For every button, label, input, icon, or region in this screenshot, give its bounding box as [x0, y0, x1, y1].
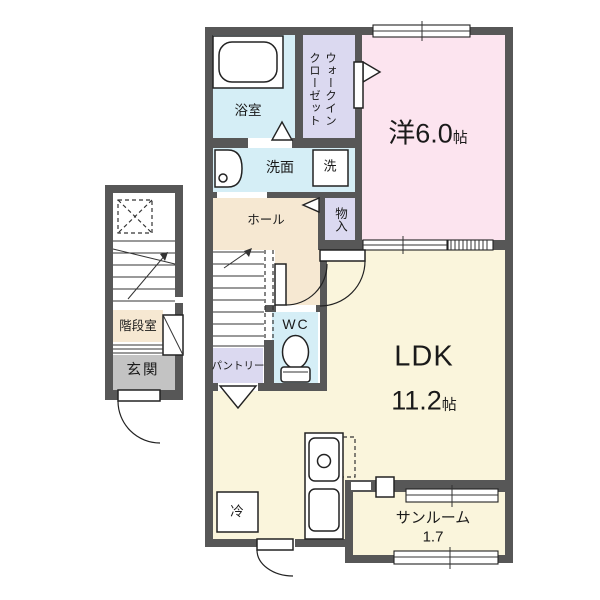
stairs-arrow	[244, 248, 252, 257]
washer-label: 洗	[323, 158, 337, 174]
windows	[362, 21, 499, 569]
toilet	[280, 334, 311, 383]
ldk-label: LDK	[394, 340, 454, 373]
annex-upper-door	[162, 314, 184, 356]
overhead-cabinet	[342, 436, 356, 478]
main-stairs	[213, 248, 274, 347]
ldk-floor	[327, 250, 505, 480]
refrigerator-box	[216, 491, 259, 533]
wic-door-leaf	[353, 61, 364, 109]
refrigerator-label: 冷	[230, 504, 244, 520]
ldk-door	[319, 249, 366, 307]
storage-door-marker	[301, 196, 320, 214]
bathroom-door-marker	[270, 120, 294, 141]
hall-floor	[213, 198, 318, 250]
stairwell-label: 階段室	[119, 318, 157, 333]
pantry-door-marker	[218, 385, 258, 410]
stair-void-marker	[117, 199, 153, 234]
western-room-floor	[362, 35, 505, 240]
kitchen-counter	[304, 432, 356, 540]
western-room-bottom-window	[362, 236, 494, 254]
storage-floor	[325, 196, 355, 240]
storage-label: 物入	[333, 206, 347, 232]
bathtub	[212, 35, 284, 89]
bathroom-label: 浴室	[234, 103, 262, 119]
sunroom-bottom-window	[393, 547, 499, 569]
stair-annex	[105, 185, 183, 400]
annex-stairs-arrow	[160, 252, 168, 261]
washroom-label: 洗面	[266, 158, 294, 175]
doors	[117, 60, 382, 577]
wc-label: WC	[282, 315, 310, 332]
wic-floor	[303, 35, 355, 138]
washing-machine	[312, 149, 349, 187]
entrance-label: 玄関	[126, 362, 160, 379]
western-room-top-window	[372, 21, 471, 41]
ldk-size-label: 11.2帖	[391, 385, 457, 416]
western-room-label: 洋6.0帖	[388, 118, 468, 149]
kitchen-back-door	[256, 538, 294, 577]
pantry-floor	[213, 348, 263, 383]
stairwell-room	[113, 310, 163, 342]
entrance-door	[117, 389, 161, 444]
wic-label: ウォークインクローゼット	[308, 51, 336, 127]
sunroom-pillar	[375, 476, 395, 498]
wc-door	[274, 263, 328, 306]
sunroom-label: サンルーム	[395, 509, 471, 527]
pantry-label: パントリー	[211, 359, 265, 372]
vanity-sink	[214, 149, 243, 188]
sunroom-size-label: 1.7	[422, 528, 444, 546]
fixtures	[212, 35, 356, 540]
annex-stairs	[112, 199, 176, 354]
sunroom-slit-window	[351, 482, 371, 490]
entrance-room	[113, 355, 175, 390]
hall-label: ホール	[247, 212, 285, 227]
sunroom-top-window	[405, 485, 499, 507]
